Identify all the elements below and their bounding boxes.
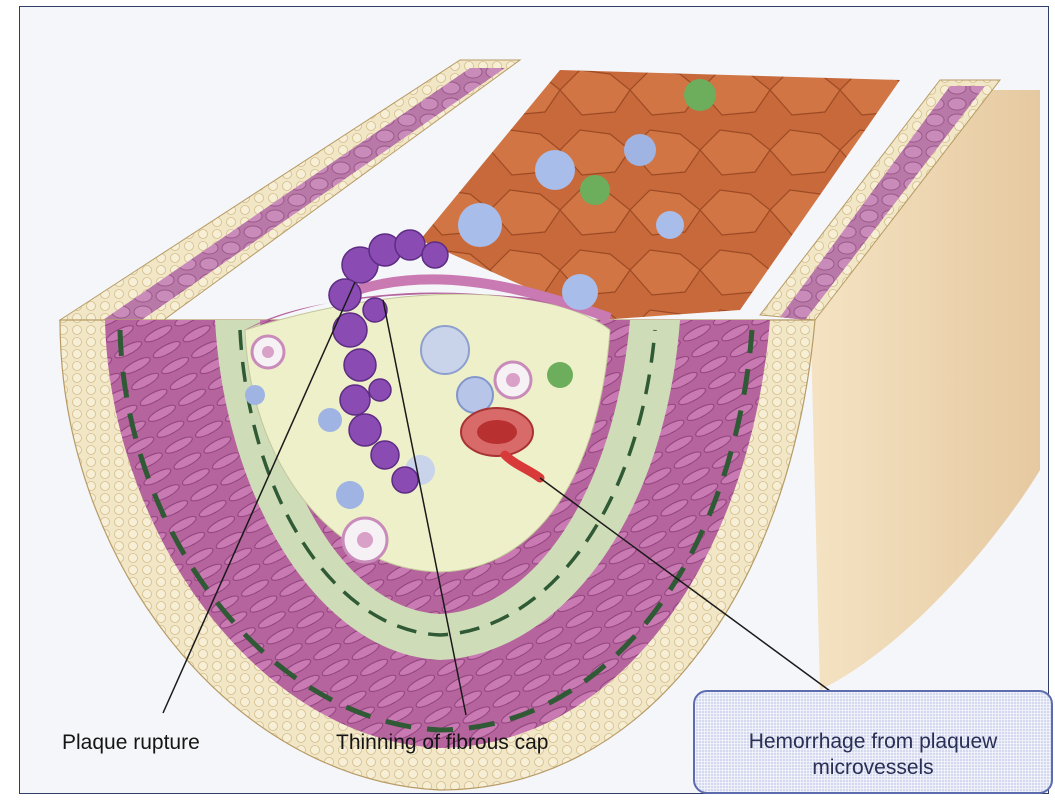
vessel-outer-surface bbox=[810, 90, 1040, 690]
label-thinning-fibrous-cap: Thinning of fibrous cap bbox=[336, 731, 548, 755]
callout-hemorrhage-line1: Hemorrhage from plaquew bbox=[695, 730, 1051, 754]
callout-hemorrhage: Hemorrhage from plaquew microvessels bbox=[693, 690, 1053, 794]
callout-hemorrhage-line2: microvessels bbox=[695, 756, 1051, 780]
label-plaque-rupture: Plaque rupture bbox=[62, 731, 200, 755]
